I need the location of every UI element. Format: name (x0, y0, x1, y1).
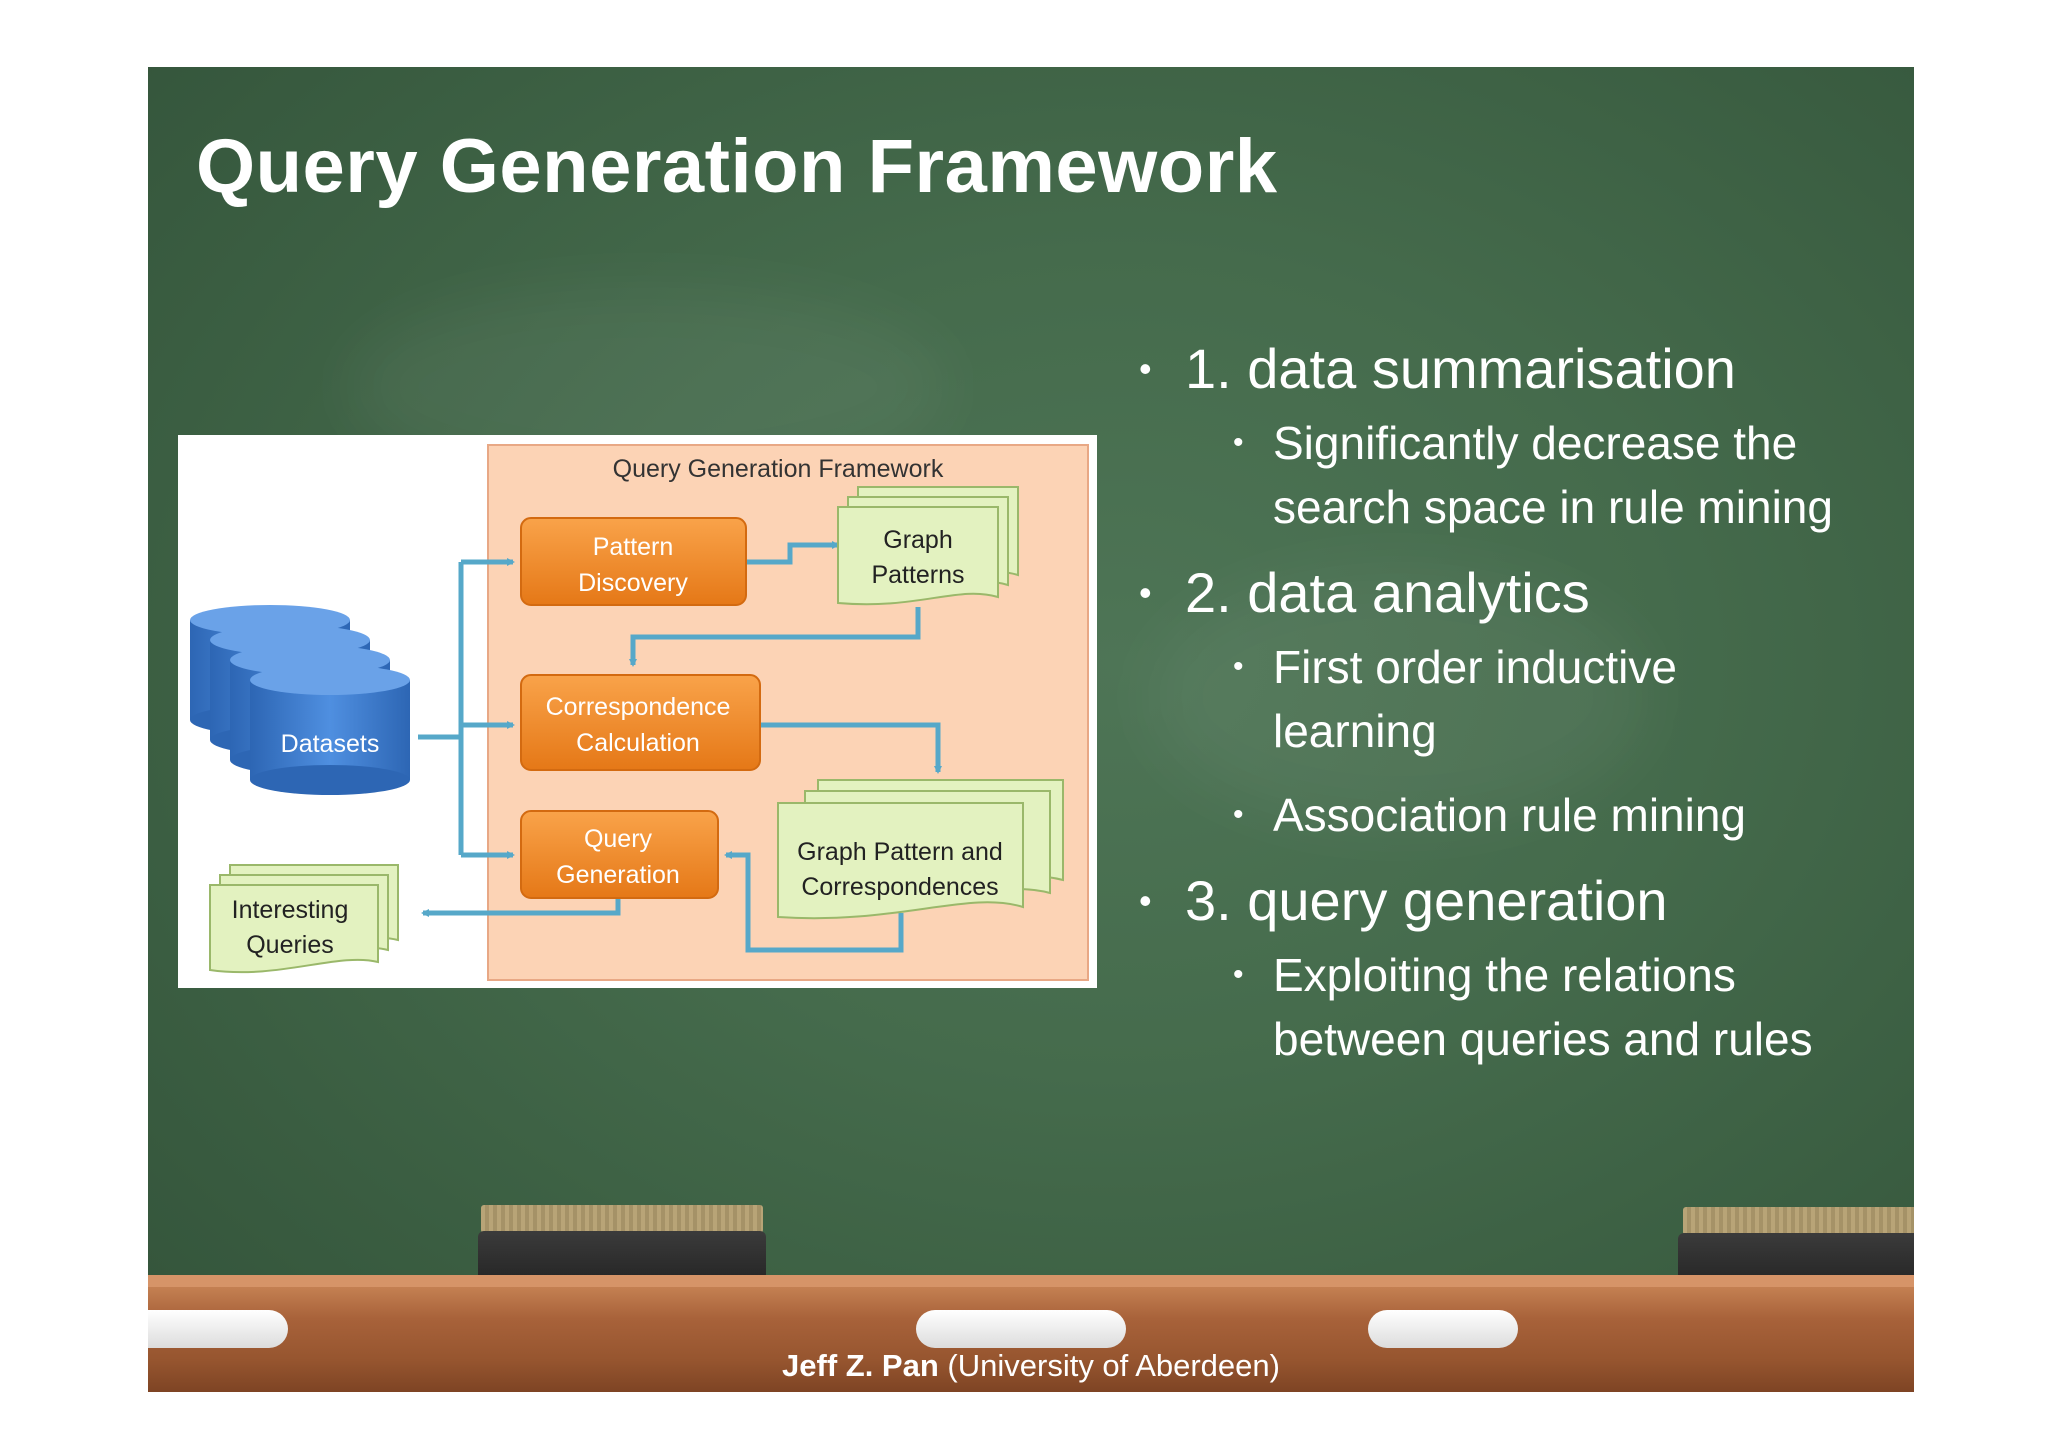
sub-bullet-item: Exploiting the relations between queries … (1123, 943, 1903, 1071)
chalkboard-slide: Query Generation Framework Query Generat… (148, 67, 1914, 1392)
interesting-queries-label: Queries (246, 931, 334, 959)
sub-bullet-item: First order inductive learning (1123, 635, 1903, 763)
chalk-stick (1368, 1310, 1518, 1348)
framework-diagram: Query Generation Framework Datasets Patt… (178, 435, 1097, 988)
datasets-label: Datasets (281, 730, 380, 758)
bullet-item: 1. data summarisation (1123, 337, 1903, 401)
sub-bullet-line: learning (1273, 705, 1437, 757)
pattern-discovery-box (520, 517, 747, 606)
graph-pattern-correspondences-label: Graph Pattern and (797, 838, 1003, 866)
pattern-discovery-label: Pattern (593, 533, 674, 561)
chalk-ledge-top (148, 1275, 1914, 1289)
query-generation-label: Generation (556, 861, 680, 889)
interesting-queries-label: Interesting (232, 896, 349, 924)
sub-bullet-line: Association rule mining (1273, 789, 1747, 841)
sub-bullet-line: First order inductive (1273, 641, 1677, 693)
correspondence-calculation-label: Correspondence (546, 693, 731, 721)
query-generation-label: Query (584, 825, 653, 853)
bullet-list: 1. data summarisation Significantly decr… (1123, 337, 1903, 1071)
chalk-stick (916, 1310, 1126, 1348)
flow-arrows (418, 541, 942, 953)
slide-title: Query Generation Framework (196, 124, 1278, 209)
sub-bullet-item: Association rule mining (1123, 783, 1903, 847)
interesting-queries-document (209, 864, 399, 974)
frame-title: Query Generation Framework (613, 455, 944, 483)
footer-credit: Jeff Z. Pan (University of Aberdeen) (148, 1348, 1914, 1384)
footer-affiliation: (University of Aberdeen) (947, 1348, 1280, 1383)
sub-bullet-line: search space in rule mining (1273, 481, 1833, 533)
query-generation-box (520, 810, 719, 899)
sub-bullet-line: Significantly decrease the (1273, 417, 1798, 469)
graph-patterns-document (837, 486, 1019, 606)
footer-author: Jeff Z. Pan (782, 1348, 939, 1383)
sub-bullet-item: Significantly decrease the search space i… (1123, 411, 1903, 539)
datasets-icon (190, 605, 410, 795)
pattern-discovery-label: Discovery (578, 569, 688, 597)
graph-pattern-correspondences-label: Correspondences (801, 873, 998, 901)
bullet-item: 3. query generation (1123, 869, 1903, 933)
graph-patterns-label: Patterns (871, 561, 964, 589)
sub-bullet-line: Exploiting the relations (1273, 949, 1736, 1001)
correspondence-calculation-box (520, 674, 761, 771)
graph-pattern-correspondences-document (777, 779, 1064, 920)
eraser-felt (481, 1205, 763, 1233)
bullet-item: 2. data analytics (1123, 561, 1903, 625)
correspondence-calculation-label: Calculation (576, 729, 700, 757)
graph-patterns-label: Graph (883, 526, 952, 554)
eraser-felt (1683, 1207, 1914, 1235)
sub-bullet-line: between queries and rules (1273, 1013, 1813, 1065)
chalk-stick (148, 1310, 288, 1348)
